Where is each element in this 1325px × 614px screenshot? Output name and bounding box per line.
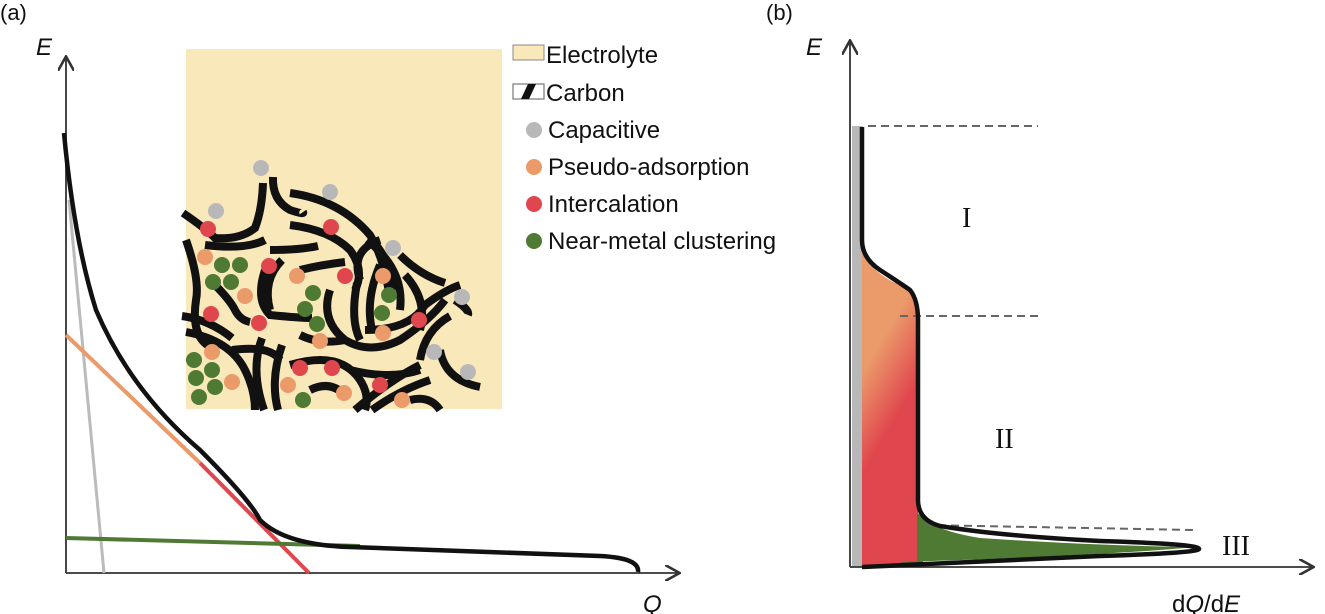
- clustering-area-edge: [917, 520, 923, 567]
- panel-b-x-axis-label: dQ/dE: [1172, 591, 1241, 614]
- dqde-curve: [859, 127, 1202, 570]
- capacitive-particle: [454, 289, 470, 305]
- region-III-label: III: [1222, 531, 1250, 562]
- legend-label-capacitive: Capacitive: [548, 117, 660, 144]
- legend-label-pseudo: Pseudo-adsorption: [548, 154, 749, 181]
- total-potential-curve: [61, 132, 641, 573]
- legend-label-intercalation: Intercalation: [548, 191, 679, 218]
- cluster-particle: [309, 316, 325, 332]
- carbon-strand: [181, 312, 235, 342]
- capacitive-particle: [253, 160, 269, 176]
- capacitive-particle: [460, 364, 476, 380]
- legend: Electrolyte Carbon Capacitive Pseudo-ads…: [512, 42, 776, 255]
- intercalation-particle: [292, 360, 308, 376]
- intercalation-line: [198, 461, 311, 575]
- intercalation-particle: [261, 258, 277, 274]
- panel-a-x-axis-label: Q: [643, 591, 662, 614]
- panel-a-y-axis-label: E: [36, 34, 53, 61]
- cluster-particle: [214, 257, 230, 273]
- carbon-strand: [252, 336, 268, 412]
- intercalation-particle: [324, 360, 340, 376]
- cluster-particle: [381, 287, 397, 303]
- capacitive-particles: [208, 160, 476, 380]
- intercalation-particle: [411, 312, 427, 328]
- pseudo-adsorption-particles: [197, 249, 410, 408]
- intercalation-particle: [337, 268, 353, 284]
- capacitive-particle: [385, 240, 401, 256]
- legend-label-electrolyte: Electrolyte: [546, 42, 658, 69]
- clustering-area: [900, 512, 1196, 567]
- intercalation-particle: [372, 377, 388, 393]
- cluster-particle: [191, 389, 207, 405]
- pseudo-particle: [237, 288, 253, 304]
- legend-swatch-electrolyte: [512, 44, 545, 61]
- cluster-particle: [295, 392, 311, 408]
- cluster-particle: [232, 257, 248, 273]
- panel-a-label: (a): [0, 0, 27, 25]
- boundary-II-III: [924, 524, 1194, 531]
- carbon-strand: [269, 242, 319, 254]
- pseudo-adsorption-line: [64, 333, 202, 465]
- carbon-symbol-icon: [521, 84, 536, 99]
- pseudo-particle: [289, 268, 305, 284]
- intercalation-particle: [251, 315, 267, 331]
- panel-b-label: (b): [766, 0, 793, 25]
- carbon-strand: [182, 238, 217, 353]
- cluster-particle: [223, 274, 239, 290]
- region-II-label: II: [995, 424, 1014, 455]
- capacitive-particle: [208, 203, 224, 219]
- pseudo-particle: [336, 385, 352, 401]
- intercalation-particles: [200, 219, 427, 393]
- region-I-label: I: [962, 203, 971, 234]
- cluster-particle: [204, 362, 220, 378]
- carbon-strand: [364, 236, 405, 311]
- carbon-strand: [350, 282, 364, 342]
- carbon-strand: [270, 343, 286, 412]
- intercalation-particle: [200, 221, 216, 237]
- carbon-strand: [299, 258, 346, 274]
- pseudo-particle: [312, 333, 328, 349]
- legend-label-carbon: Carbon: [546, 80, 625, 107]
- cluster-particle: [305, 285, 321, 301]
- pseudo-particle: [204, 344, 220, 360]
- clustering-particles: [186, 257, 397, 408]
- capacitive-area: [852, 126, 863, 567]
- capacitive-particle: [322, 184, 338, 200]
- cluster-particle: [374, 305, 390, 321]
- cluster-particle: [207, 379, 223, 395]
- cluster-particle: [297, 301, 313, 317]
- carbon-strand: [409, 394, 444, 413]
- panel-b-y-axis-label: E: [806, 34, 823, 61]
- pseudo-particle: [394, 392, 410, 408]
- cluster-particle: [186, 352, 202, 368]
- carbon-strand: [397, 252, 447, 287]
- pseudo-particle: [375, 325, 391, 341]
- capacitive-line: [67, 199, 106, 574]
- pseudo-particle: [197, 249, 213, 265]
- carbon-strand: [263, 257, 285, 312]
- pseudo-particle: [224, 374, 240, 390]
- pseudo-particle: [280, 377, 296, 393]
- carbon-strand: [204, 236, 267, 251]
- legend-swatch-clustering: [526, 233, 542, 249]
- legend-swatch-pseudo: [526, 159, 542, 175]
- carbon-strand: [268, 176, 308, 218]
- pseudo-particle: [375, 268, 391, 284]
- intercalation-particle: [203, 306, 219, 322]
- capacitive-particle: [426, 344, 442, 360]
- cluster-particle: [205, 274, 221, 290]
- pseudo-intercalation-area: [862, 253, 918, 567]
- cluster-particle: [188, 370, 204, 386]
- carbon-strand: [416, 312, 453, 361]
- legend-swatch-intercalation: [526, 196, 542, 212]
- intercalation-particle: [323, 219, 339, 235]
- carbon-strand: [257, 268, 313, 322]
- legend-swatch-capacitive: [526, 122, 542, 138]
- carbon-strand: [212, 282, 251, 326]
- carbon-strand: [185, 328, 259, 411]
- legend-label-clustering: Near-metal clustering: [548, 228, 776, 255]
- carbon-strand: [352, 361, 422, 414]
